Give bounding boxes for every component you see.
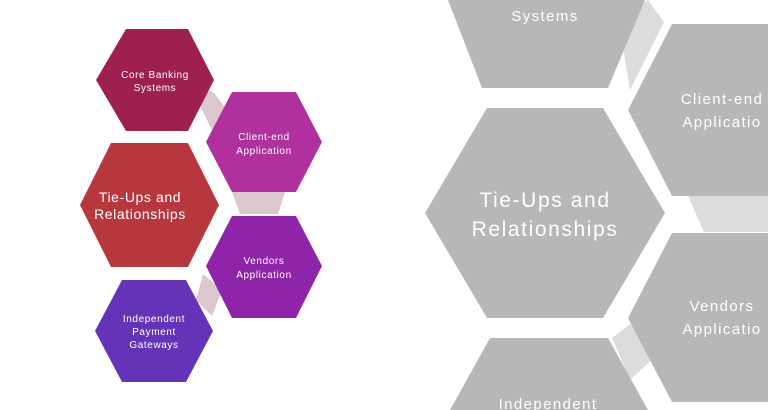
hexagon-core-banking — [96, 29, 214, 131]
zoom-hexagon-top — [448, 0, 645, 88]
connector-client-vendors — [232, 192, 285, 214]
zoom-vendors-label-line2: Applicatio — [682, 321, 761, 338]
zoom-vendors-label: Vendors — [690, 298, 755, 315]
tie-ups-label-line2: Relationships — [94, 206, 186, 222]
zoom-client-end-label-line2: Applicatio — [682, 114, 761, 131]
client-end-label-line2: Application — [236, 146, 292, 157]
connector-vendors-independent — [196, 274, 222, 316]
colored-diagram: Core Banking Systems Client-end Applicat… — [80, 29, 322, 382]
core-banking-label-line2: Systems — [134, 83, 177, 94]
zoom-hexagon-independent — [450, 338, 648, 410]
vendors-label-line2: Application — [236, 270, 292, 281]
zoom-client-end-label: Client-end — [681, 91, 763, 108]
independent-label-line3: Gateways — [129, 340, 178, 351]
client-end-label: Client-end — [238, 132, 290, 143]
tie-ups-label: Tie-Ups and — [99, 189, 181, 205]
zoom-hexagon-client-end — [628, 24, 768, 196]
zoom-top-label: Systems — [511, 8, 578, 25]
zoom-independent-label: Independent — [499, 396, 598, 410]
independent-label: Independent — [123, 314, 185, 325]
zoom-hexagon-vendors — [628, 233, 768, 402]
zoom-hexagon-tie-ups — [425, 108, 665, 318]
vendors-label: Vendors — [244, 256, 285, 267]
zoomed-grey-diagram: Systems Client-end Applicatio Tie-Ups an… — [425, 0, 768, 410]
hexagon-client-end — [206, 92, 322, 192]
independent-label-line2: Payment — [132, 327, 176, 338]
zoom-tie-ups-label: Tie-Ups and — [479, 189, 610, 212]
core-banking-label: Core Banking — [121, 70, 189, 81]
zoom-connector-middle — [688, 196, 768, 232]
hexagon-vendors — [206, 216, 322, 318]
hexagon-tie-ups — [80, 143, 219, 267]
zoom-tie-ups-label-line2: Relationships — [472, 218, 619, 241]
hexagon-independent — [95, 280, 213, 382]
